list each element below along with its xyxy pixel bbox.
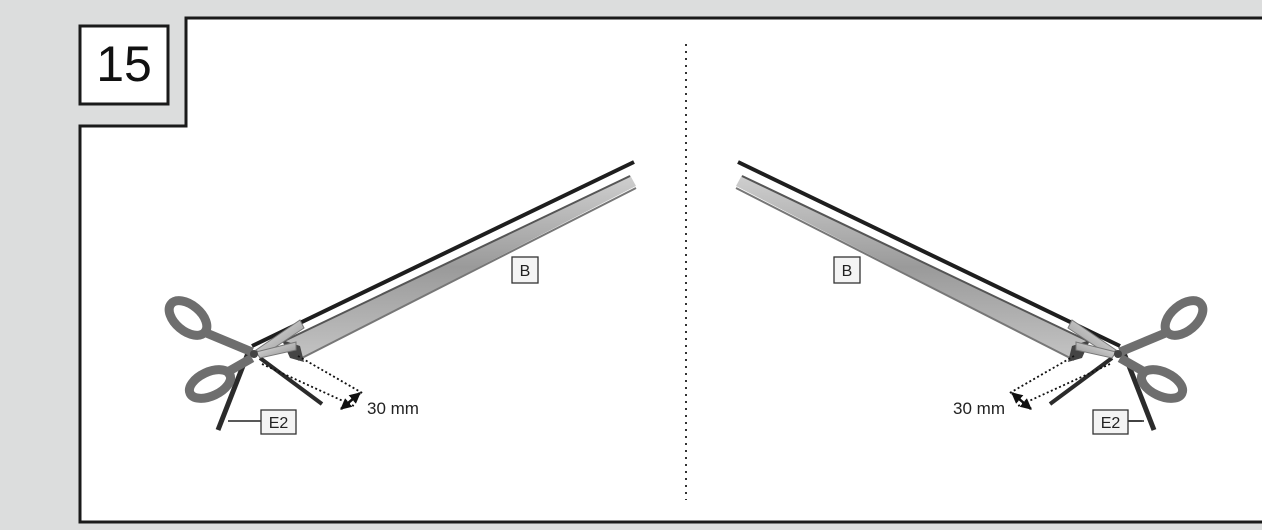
right-dimension-lines	[1007, 355, 1111, 410]
right-edge-label-box: E2	[1092, 409, 1142, 435]
scissors-icon	[164, 296, 305, 403]
right-dim-label: 30 mm	[953, 399, 1005, 418]
right-profile-rail	[735, 160, 1121, 362]
right-part-label-box: B	[833, 256, 861, 284]
scissors-icon	[1067, 296, 1208, 403]
double-arrow-icon	[340, 392, 361, 410]
step-number-box: 15	[78, 24, 170, 106]
double-arrow-icon	[1011, 392, 1032, 410]
right-edge-label: E2	[1101, 415, 1121, 432]
left-dim-label: 30 mm	[367, 399, 419, 418]
left-dimension: 30 mm	[261, 355, 419, 418]
left-part-label-box: B	[511, 256, 539, 284]
step-number: 15	[96, 36, 152, 92]
left-edge-label: E2	[269, 415, 289, 432]
right-part-label: B	[842, 263, 853, 280]
step-panel	[78, 16, 1262, 524]
right-illustration: 30 mm B E2	[735, 160, 1208, 435]
left-illustration: 30 mm B E2	[164, 160, 637, 435]
left-part-label: B	[520, 263, 531, 280]
left-edge-label-box: E2	[228, 409, 297, 435]
